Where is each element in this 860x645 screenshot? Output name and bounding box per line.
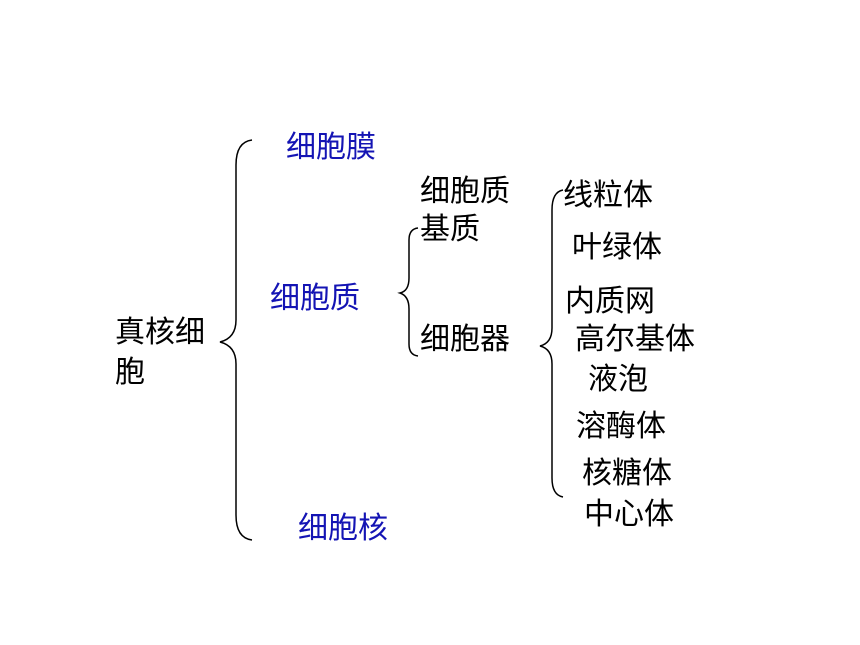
cytoplasm-label: 细胞质 <box>270 281 360 316</box>
nucleus-label: 细胞核 <box>298 511 388 546</box>
cytoplasm-matrix-label-line2: 基质 <box>420 212 480 247</box>
root-label-line2: 胞 <box>115 355 145 390</box>
cytoplasm-brace <box>397 227 419 357</box>
organelle-item: 溶酶体 <box>576 409 666 444</box>
organelles-label: 细胞器 <box>420 322 510 357</box>
root-label-line1: 真核细 <box>115 315 205 350</box>
organelles-brace <box>539 189 564 498</box>
membrane-label: 细胞膜 <box>286 130 376 165</box>
cytoplasm-matrix-label-line1: 细胞质 <box>420 174 510 209</box>
organelle-item: 内质网 <box>565 284 655 319</box>
organelle-item: 中心体 <box>584 497 674 532</box>
organelle-item: 线粒体 <box>563 178 653 213</box>
organelle-item: 核糖体 <box>582 456 672 491</box>
organelle-item: 叶绿体 <box>572 230 662 265</box>
main-brace <box>219 139 253 541</box>
organelle-item: 液泡 <box>588 362 648 397</box>
organelle-item: 高尔基体 <box>575 322 695 357</box>
